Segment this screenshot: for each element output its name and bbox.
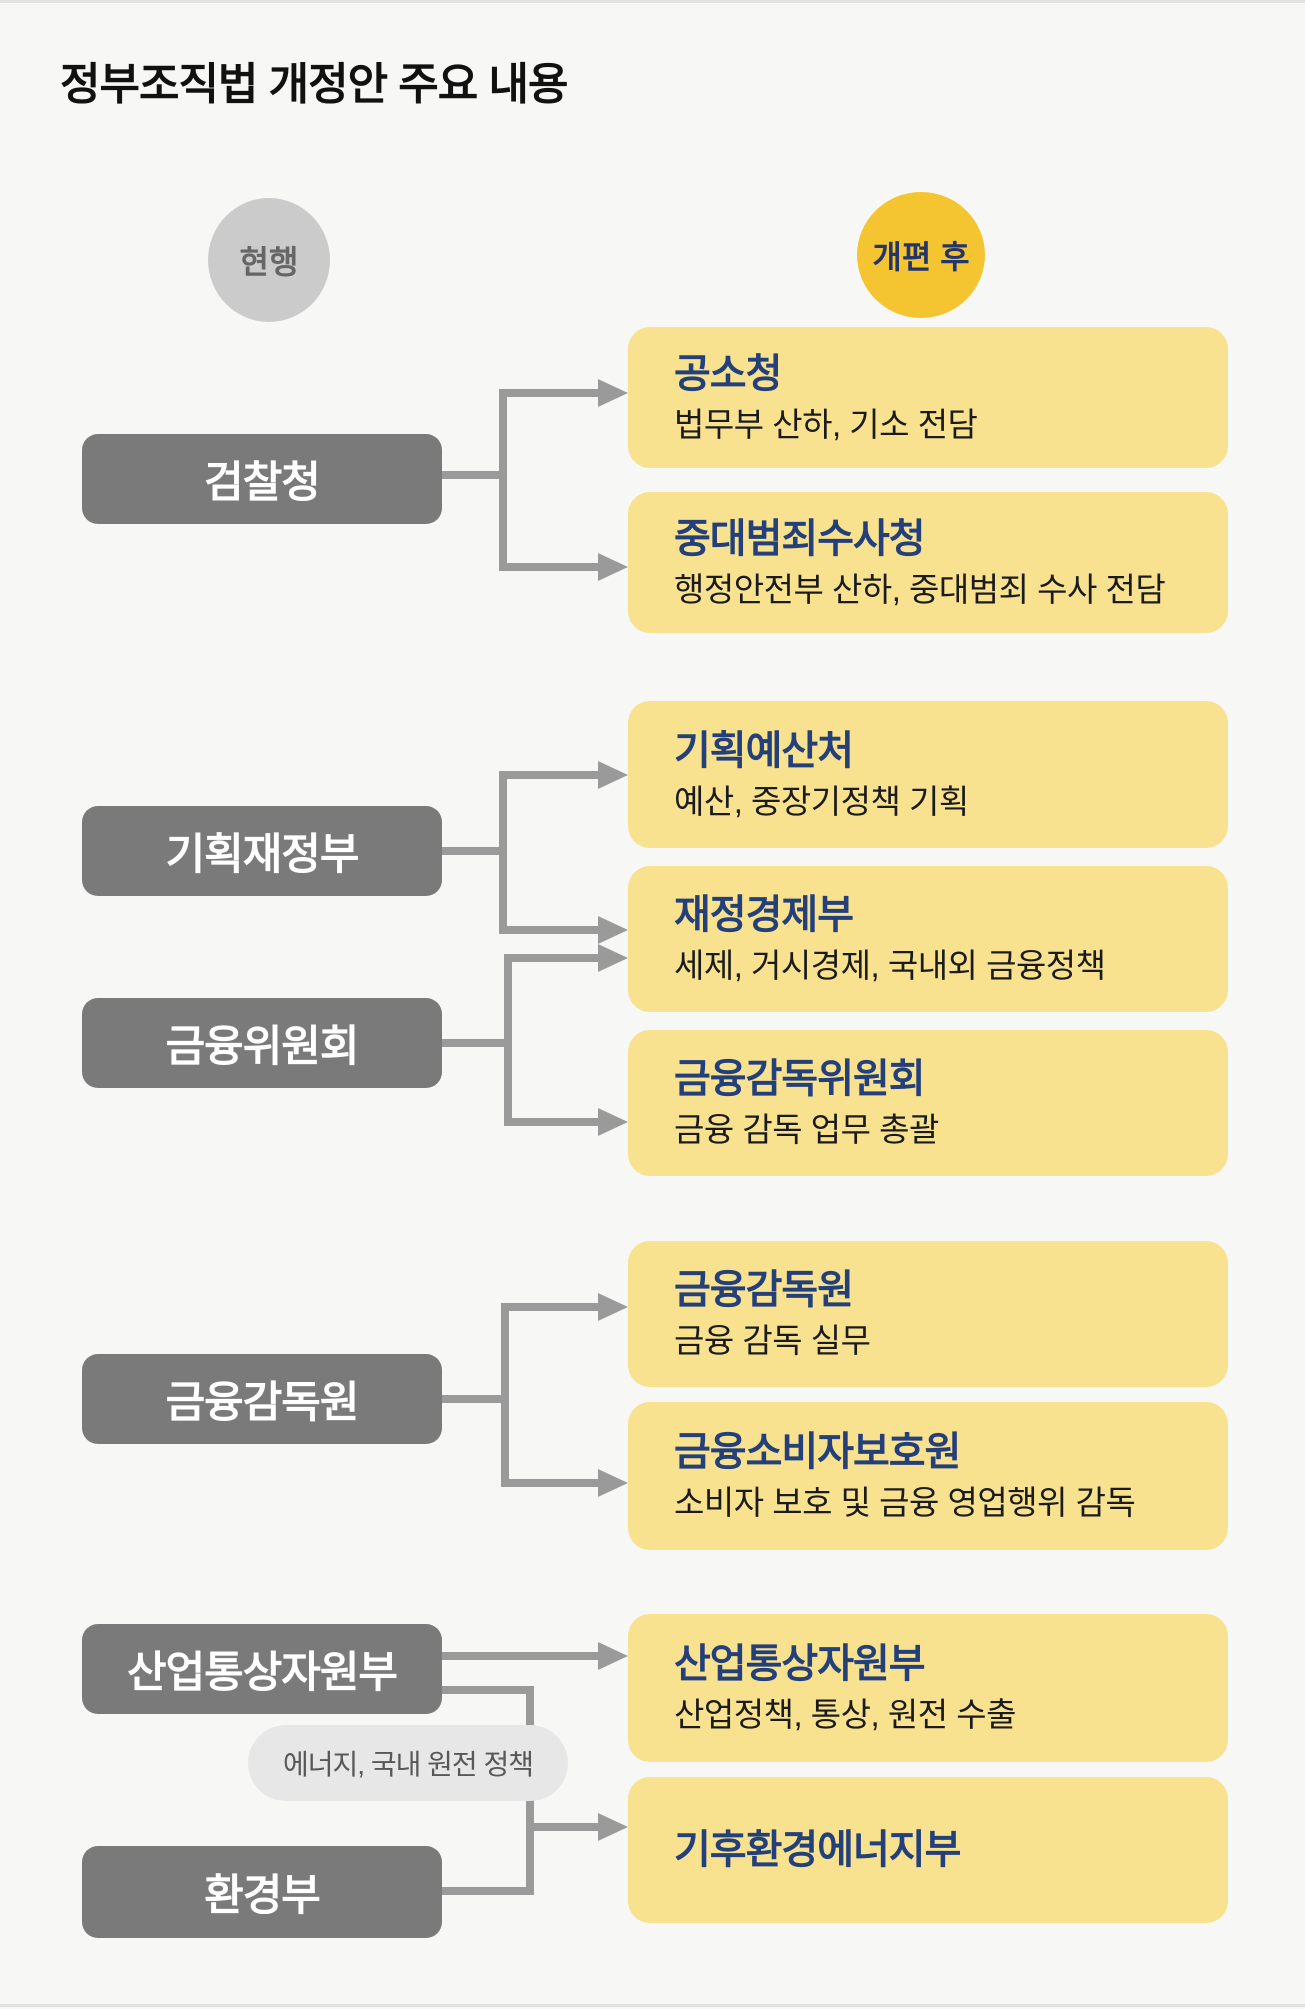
bottom-divider (0, 2004, 1305, 2007)
reformed-org-title: 금융감독원 (674, 1268, 854, 1313)
reformed-org-box-fss: 금융감독원 금융 감독 실무 (628, 1241, 1228, 1387)
reformed-org-box-consumer-protection: 금융소비자보호원 소비자 보호 및 금융 영업행위 감독 (628, 1402, 1228, 1550)
reformed-org-title: 금융소비자보호원 (674, 1430, 961, 1475)
current-org-box-environment: 환경부 (82, 1846, 442, 1938)
connector-arrowhead-icon (598, 1642, 628, 1670)
reformed-org-box-climate-energy: 기후환경에너지부 (628, 1777, 1228, 1923)
current-org-box-fss: 금융감독원 (82, 1354, 442, 1444)
connector-arrowhead-icon (598, 916, 628, 944)
reformed-org-subtitle: 법무부 산하, 기소 전담 (674, 405, 978, 443)
connector-line (499, 926, 600, 934)
current-org-label: 환경부 (204, 1872, 321, 1920)
connector-line (442, 1652, 600, 1660)
connector-line (499, 389, 507, 571)
connector-line (504, 954, 600, 962)
page-title: 정부조직법 개정안 주요 내용 (60, 60, 568, 109)
reformed-org-subtitle: 세제, 거시경제, 국내외 금융정책 (674, 947, 1106, 985)
connector-line (501, 1303, 600, 1311)
connector-arrowhead-icon (598, 1108, 628, 1136)
reformed-org-subtitle: 금융 감독 실무 (674, 1322, 871, 1360)
current-org-label: 금융위원회 (165, 1023, 360, 1071)
reformed-org-title: 기후환경에너지부 (674, 1828, 961, 1872)
connector-line (442, 1395, 507, 1403)
connector-arrowhead-icon (598, 379, 628, 407)
transfer-note-label: 에너지, 국내 원전 정책 (283, 1749, 534, 1780)
current-org-label: 산업통상자원부 (127, 1649, 398, 1697)
reformed-org-subtitle: 산업정책, 통상, 원전 수출 (674, 1696, 1016, 1734)
reformed-org-title: 재정경제부 (674, 893, 854, 938)
reformed-org-box-prosecution-office: 공소청 법무부 산하, 기소 전담 (628, 327, 1228, 468)
legend-after-label: 개편 후 (872, 239, 970, 275)
connector-line (526, 1823, 600, 1831)
connector-line (504, 1118, 600, 1126)
connector-arrowhead-icon (598, 944, 628, 972)
connector-line (442, 1686, 534, 1694)
reformed-org-title: 기획예산처 (674, 728, 854, 773)
reformed-org-subtitle: 금융 감독 업무 총괄 (674, 1111, 939, 1149)
reformed-org-box-serious-crime-agency: 중대범죄수사청 행정안전부 산하, 중대범죄 수사 전담 (628, 492, 1228, 633)
reformed-org-box-motie: 산업통상자원부 산업정책, 통상, 원전 수출 (628, 1614, 1228, 1762)
connector-arrowhead-icon (598, 761, 628, 789)
reformed-org-title: 중대범죄수사청 (674, 516, 926, 561)
connector-line (442, 847, 503, 855)
legend-current-label: 현행 (239, 244, 299, 280)
legend-current-badge: 현행 (208, 198, 330, 322)
reformed-org-subtitle: 예산, 중장기정책 기획 (674, 782, 969, 820)
legend-after-badge: 개편 후 (857, 192, 985, 318)
connector-line (501, 1479, 600, 1487)
reformed-org-title: 금융감독위원회 (674, 1057, 926, 1102)
current-org-label: 기획재정부 (165, 831, 360, 879)
reformed-org-box-finance-economy: 재정경제부 세제, 거시경제, 국내외 금융정책 (628, 866, 1228, 1012)
connector-line (499, 771, 600, 779)
connector-line (499, 389, 600, 397)
current-org-label: 검찰청 (204, 459, 321, 507)
reformed-org-title: 산업통상자원부 (674, 1642, 926, 1687)
reformed-org-box-planning-budget: 기획예산처 예산, 중장기정책 기획 (628, 701, 1228, 848)
reformed-org-subtitle: 행정안전부 산하, 중대범죄 수사 전담 (674, 570, 1166, 608)
current-org-label: 금융감독원 (165, 1379, 360, 1427)
reformed-org-box-financial-supervisory-commission: 금융감독위원회 금융 감독 업무 총괄 (628, 1030, 1228, 1176)
current-org-box-fsc: 금융위원회 (82, 998, 442, 1088)
reformed-org-subtitle: 소비자 보호 및 금융 영업행위 감독 (674, 1484, 1136, 1522)
transfer-note-pill: 에너지, 국내 원전 정책 (248, 1725, 568, 1801)
connector-line (442, 1039, 512, 1047)
connector-arrowhead-icon (598, 1293, 628, 1321)
connector-arrowhead-icon (598, 1469, 628, 1497)
connector-arrowhead-icon (598, 1813, 628, 1841)
connector-line (499, 771, 507, 934)
current-org-box-finance-ministry: 기획재정부 (82, 806, 442, 896)
current-org-box-motie: 산업통상자원부 (82, 1624, 442, 1714)
connector-line (501, 1303, 509, 1487)
connector-line (442, 1887, 534, 1895)
connector-arrowhead-icon (598, 553, 628, 581)
reformed-org-title: 공소청 (674, 351, 782, 396)
current-org-box-prosecution: 검찰청 (82, 434, 442, 524)
connector-line (499, 563, 600, 571)
connector-line (442, 471, 503, 479)
connector-line (504, 954, 512, 1126)
top-divider (0, 0, 1305, 3)
